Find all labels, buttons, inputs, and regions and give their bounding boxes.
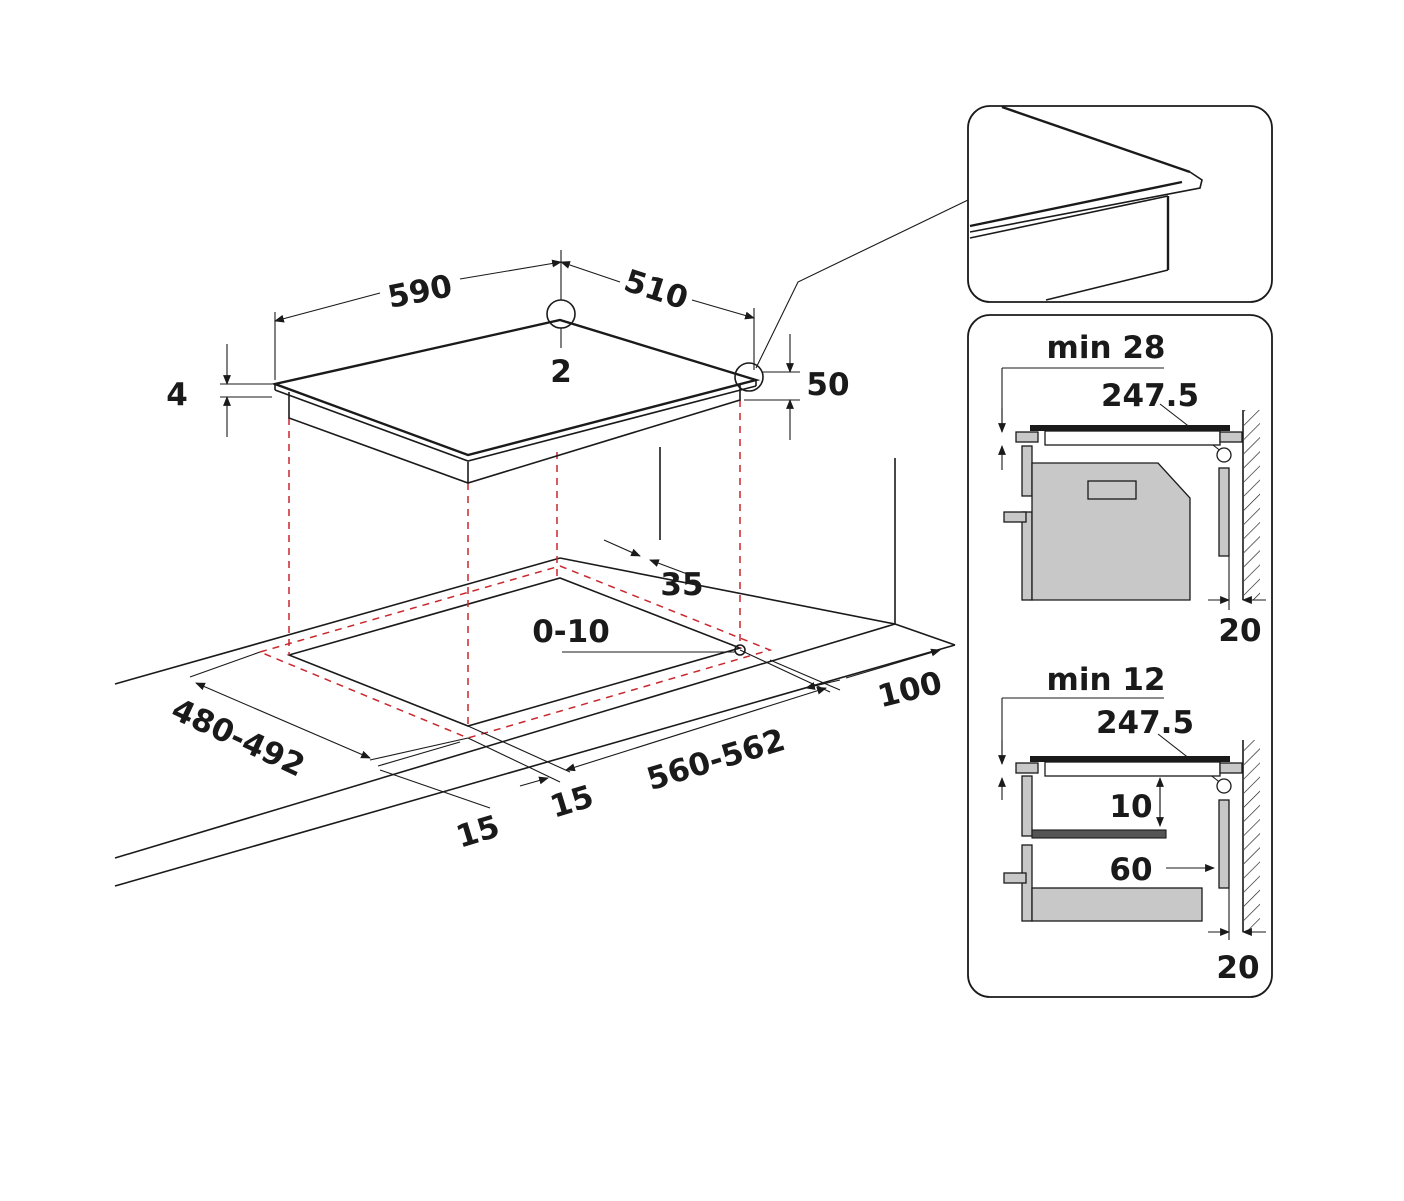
detail-leader-line xyxy=(755,199,969,369)
oven-appliance xyxy=(1031,462,1191,601)
drawer-appliance xyxy=(1031,887,1203,922)
oven-wall-gap-label: 20 xyxy=(1218,613,1261,649)
dim-width-label: 590 xyxy=(385,268,455,316)
dim-cutout-depth-label: 480-492 xyxy=(166,692,310,785)
dim-front-edge-left: 15 xyxy=(377,741,504,856)
drawer-wall-gap-label: 20 xyxy=(1216,950,1259,986)
dim-cutout-width: 560-562 xyxy=(467,649,831,798)
dim-front-edge-right-label: 15 xyxy=(546,778,598,825)
drawer-shelf xyxy=(1031,829,1167,839)
dim-cutout-depth: 480-492 xyxy=(166,651,469,785)
detail-oven-panel: min 28 247.5 20 xyxy=(967,314,1273,998)
dim-front-clearance-label: 100 xyxy=(874,665,946,716)
drawer-hob-body xyxy=(1044,761,1221,777)
detail-edge-panel xyxy=(967,105,1273,303)
dim-cutout-width-label: 560-562 xyxy=(643,722,790,798)
drawer-length-label: 247.5 xyxy=(1096,705,1194,741)
dim-back-clearance: 35 xyxy=(603,539,704,603)
dim-corner-offset-label: 0-10 xyxy=(532,614,610,650)
oven-hob-glass xyxy=(1030,425,1230,431)
projection-lines xyxy=(257,400,773,739)
dim-corner-offset: 0-10 xyxy=(532,614,735,653)
hob-main-drawing: 590 510 2 4 50 xyxy=(114,199,969,887)
hob-unit xyxy=(270,318,761,484)
corner-offset-circle xyxy=(734,644,746,656)
dim-corner-gap-label: 2 xyxy=(550,354,572,390)
dim-front-edge-left-label: 15 xyxy=(452,808,504,855)
drawer-gap-vertical-label: 10 xyxy=(1109,789,1152,825)
worktop xyxy=(114,447,956,887)
dim-body-height: 50 xyxy=(744,334,850,440)
drawer-gap-horizontal-label: 60 xyxy=(1109,852,1152,888)
dim-front-clearance: 100 xyxy=(769,648,946,716)
drawer-min-label: min 12 xyxy=(1047,662,1166,698)
dim-back-clearance-label: 35 xyxy=(660,567,703,603)
detail-drawer-panel: min 12 247.5 10 60 20 xyxy=(998,662,1266,986)
dim-glass-thickness-label: 4 xyxy=(166,377,188,413)
dim-depth-label: 510 xyxy=(620,263,693,317)
drawer-hob-glass xyxy=(1030,756,1230,762)
dim-glass-thickness: 4 xyxy=(166,344,272,437)
oven-length-label: 247.5 xyxy=(1101,378,1199,414)
dim-body-height-label: 50 xyxy=(806,367,849,403)
dim-corner-gap: 2 xyxy=(550,328,572,390)
oven-hob-body xyxy=(1044,430,1221,446)
corner-detail-circle-right xyxy=(734,362,764,392)
oven-min-label: min 28 xyxy=(1047,330,1166,366)
